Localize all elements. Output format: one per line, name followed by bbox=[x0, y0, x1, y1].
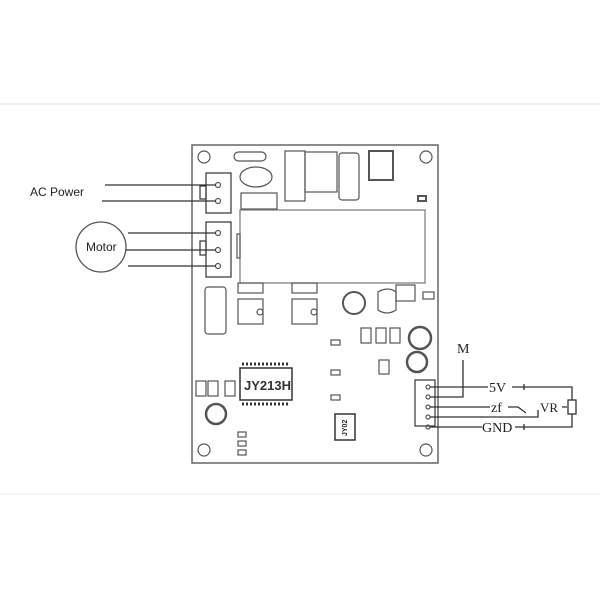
m-label: M bbox=[457, 342, 470, 357]
electrolytic-capacitor bbox=[405, 350, 429, 374]
wire-vr-wiper bbox=[430, 410, 539, 418]
resistor bbox=[360, 327, 372, 344]
mounting-hole bbox=[197, 150, 211, 164]
resistor bbox=[207, 380, 219, 397]
chip-jy213h bbox=[239, 367, 293, 401]
capacitor bbox=[204, 286, 227, 335]
smd-part bbox=[330, 339, 341, 346]
pin bbox=[214, 262, 222, 270]
connector-tab bbox=[199, 185, 207, 200]
electrolytic-capacitor bbox=[204, 402, 228, 426]
pad bbox=[310, 308, 318, 316]
control-connector bbox=[414, 379, 436, 427]
resistor bbox=[389, 327, 401, 344]
motor-circle bbox=[75, 221, 127, 273]
resistor bbox=[375, 327, 387, 344]
connector-tab bbox=[199, 240, 207, 256]
capacitor bbox=[338, 152, 360, 201]
pin bbox=[214, 229, 222, 237]
mounting-hole bbox=[419, 443, 433, 457]
smd-part bbox=[237, 440, 247, 447]
transistor bbox=[378, 359, 390, 375]
ac-connector bbox=[205, 172, 232, 214]
chip-secondary-label: JY02 bbox=[342, 420, 349, 436]
pin bbox=[214, 246, 222, 254]
mounting-hole bbox=[197, 443, 211, 457]
resistor bbox=[224, 380, 236, 397]
transformer bbox=[304, 151, 338, 193]
zf-label: zf bbox=[491, 401, 502, 416]
mounting-hole bbox=[419, 150, 433, 164]
smd-part bbox=[237, 449, 247, 456]
crystal bbox=[239, 166, 273, 188]
resistor bbox=[195, 380, 207, 397]
inductor bbox=[377, 288, 397, 314]
wire-zf-switch bbox=[508, 406, 527, 414]
potentiometer-vr bbox=[567, 399, 577, 415]
pin bbox=[214, 181, 222, 189]
motor-label: Motor bbox=[86, 240, 117, 254]
chip-jy02 bbox=[334, 413, 356, 441]
regulator bbox=[291, 298, 318, 325]
component bbox=[233, 151, 267, 162]
gnd-label: GND bbox=[482, 421, 512, 436]
smd-part bbox=[417, 195, 427, 202]
ic-package bbox=[368, 150, 394, 181]
component bbox=[237, 282, 264, 294]
pad bbox=[256, 308, 264, 316]
vr-label: VR bbox=[540, 400, 558, 415]
wire-m bbox=[430, 360, 464, 398]
pin bbox=[425, 394, 431, 400]
pcb-board bbox=[191, 144, 439, 464]
5v-label: 5V bbox=[489, 381, 506, 396]
smd-part bbox=[330, 369, 341, 376]
smd-part bbox=[330, 394, 341, 401]
component bbox=[395, 284, 416, 302]
component bbox=[291, 282, 318, 294]
wire-5v-to-vr bbox=[512, 386, 573, 400]
electrolytic-capacitor bbox=[342, 291, 366, 315]
pin bbox=[214, 197, 222, 205]
pin bbox=[425, 404, 431, 410]
wire-gnd-to-vr bbox=[515, 414, 573, 428]
transformer-core bbox=[284, 150, 306, 202]
relay-module bbox=[239, 209, 426, 284]
pin bbox=[425, 414, 431, 420]
smd-part bbox=[237, 431, 247, 438]
regulator bbox=[237, 298, 264, 325]
electrolytic-capacitor bbox=[407, 325, 433, 351]
ac-power-label: AC Power bbox=[30, 185, 84, 199]
chip-main-label: JY213H bbox=[244, 378, 291, 393]
component bbox=[422, 291, 435, 300]
component bbox=[236, 233, 241, 259]
component bbox=[240, 192, 278, 210]
pin bbox=[425, 384, 431, 390]
